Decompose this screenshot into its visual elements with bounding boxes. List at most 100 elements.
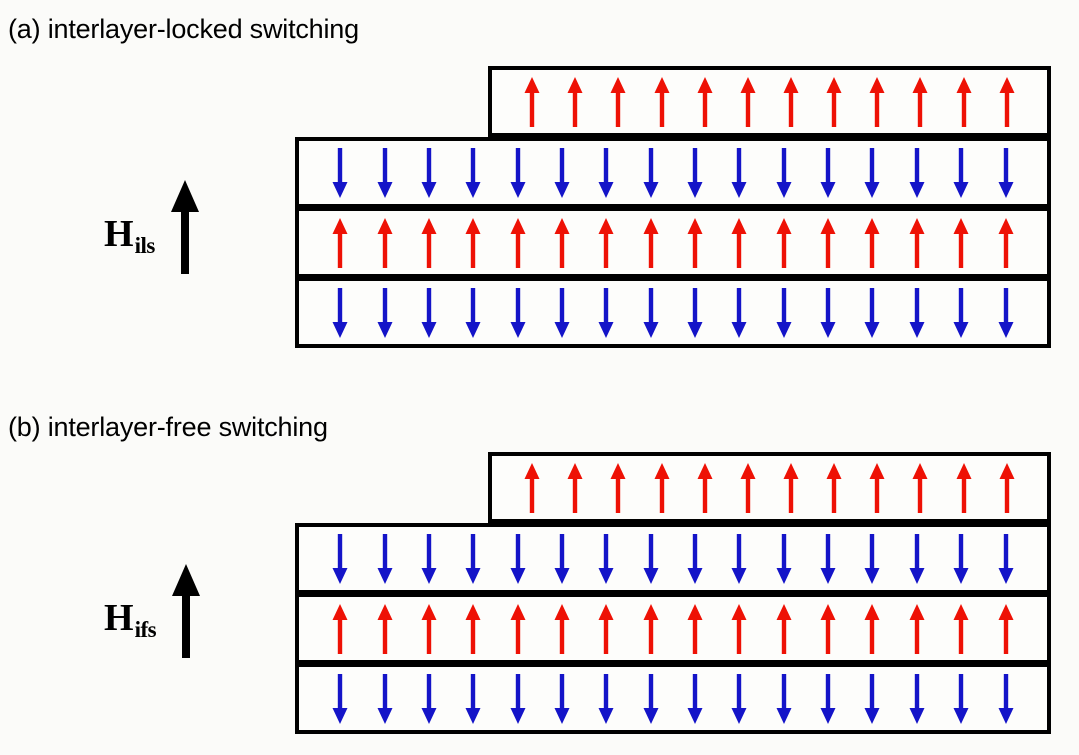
spin-down-arrow-icon	[598, 287, 614, 338]
spin-down-arrow-icon	[332, 287, 348, 338]
spin-up-arrow-icon	[740, 462, 756, 513]
spin-down-arrow-icon	[820, 287, 836, 338]
spin-up-arrow-icon	[567, 462, 583, 513]
spin-down-arrow-icon	[643, 673, 659, 724]
spin-down-arrow-icon	[465, 147, 481, 198]
spin-up-arrow-icon	[421, 603, 437, 654]
spin-down-arrow-icon	[864, 533, 880, 584]
spin-down-arrow-icon	[776, 673, 792, 724]
spin-down-arrow-icon	[776, 287, 792, 338]
up-arrow-icon	[168, 178, 202, 281]
spin-down-arrow-icon	[998, 287, 1013, 338]
spin-up-arrow-icon	[783, 462, 799, 513]
spin-up-arrow-icon	[820, 217, 836, 268]
spin-up-arrow-icon	[864, 217, 880, 268]
spin-up-arrow-icon	[643, 603, 659, 654]
spin-down-arrow-icon	[598, 533, 614, 584]
panel-a-layer-4-spins	[299, 281, 1047, 344]
panel-a-layer-1	[488, 66, 1051, 137]
panel-b-caption: (b) interlayer-free switching	[8, 412, 328, 442]
up-arrow-icon	[169, 562, 203, 665]
spin-down-arrow-icon	[554, 287, 570, 338]
spin-down-arrow-icon	[776, 147, 792, 198]
spin-down-arrow-icon	[998, 533, 1013, 584]
spin-up-arrow-icon	[510, 603, 526, 654]
spin-down-arrow-icon	[998, 673, 1013, 724]
spin-up-arrow-icon	[999, 76, 1015, 127]
panel-b-layer-2	[295, 523, 1051, 594]
spin-down-arrow-icon	[332, 673, 348, 724]
spin-down-arrow-icon	[465, 533, 481, 584]
spin-up-arrow-icon	[524, 76, 540, 127]
spin-down-arrow-icon	[687, 147, 703, 198]
spin-down-arrow-icon	[731, 533, 747, 584]
spin-up-arrow-icon	[510, 217, 526, 268]
spin-up-arrow-icon	[567, 76, 583, 127]
spin-down-arrow-icon	[377, 533, 393, 584]
spin-down-arrow-icon	[421, 287, 437, 338]
spin-down-arrow-icon	[554, 147, 570, 198]
spin-down-arrow-icon	[687, 673, 703, 724]
spin-up-arrow-icon	[998, 603, 1013, 654]
spin-down-arrow-icon	[510, 147, 526, 198]
spin-down-arrow-icon	[332, 147, 348, 198]
spin-up-arrow-icon	[740, 76, 756, 127]
spin-down-arrow-icon	[864, 287, 880, 338]
spin-up-arrow-icon	[912, 462, 928, 513]
field-symbol-H: H	[104, 212, 134, 255]
spin-up-arrow-icon	[909, 603, 925, 654]
spin-down-arrow-icon	[421, 147, 437, 198]
panel-b-layer-1-spins	[492, 456, 1047, 519]
spin-up-arrow-icon	[643, 217, 659, 268]
spin-up-arrow-icon	[731, 603, 747, 654]
spin-up-arrow-icon	[687, 217, 703, 268]
spin-up-arrow-icon	[864, 603, 880, 654]
panel-a-layer-3	[295, 207, 1051, 278]
panel-a-caption: (a) interlayer-locked switching	[8, 14, 359, 44]
spin-down-arrow-icon	[598, 673, 614, 724]
spin-up-arrow-icon	[687, 603, 703, 654]
panel-b-layer-4-spins	[299, 667, 1047, 730]
spin-down-arrow-icon	[377, 673, 393, 724]
spin-up-arrow-icon	[999, 462, 1015, 513]
spin-down-arrow-icon	[687, 533, 703, 584]
spin-down-arrow-icon	[909, 673, 925, 724]
spin-up-arrow-icon	[783, 76, 799, 127]
field-subscript: ils	[134, 232, 156, 258]
spin-up-arrow-icon	[776, 603, 792, 654]
spin-down-arrow-icon	[643, 287, 659, 338]
spin-up-arrow-icon	[598, 217, 614, 268]
panel-a-layer-1-spins	[492, 70, 1047, 133]
panel-a-layer-2-spins	[299, 141, 1047, 204]
spin-up-arrow-icon	[909, 217, 925, 268]
spin-up-arrow-icon	[820, 603, 836, 654]
spin-down-arrow-icon	[864, 147, 880, 198]
spin-down-arrow-icon	[731, 147, 747, 198]
panel-b-layer-2-spins	[299, 527, 1047, 590]
spin-up-arrow-icon	[377, 217, 393, 268]
spin-down-arrow-icon	[953, 287, 969, 338]
panel-a-layer-3-spins	[299, 211, 1047, 274]
spin-up-arrow-icon	[421, 217, 437, 268]
panel-a-layer-2	[295, 137, 1051, 208]
spin-up-arrow-icon	[912, 76, 928, 127]
spin-down-arrow-icon	[465, 673, 481, 724]
spin-down-arrow-icon	[820, 673, 836, 724]
spin-down-arrow-icon	[554, 533, 570, 584]
spin-up-arrow-icon	[826, 76, 842, 127]
spin-down-arrow-icon	[864, 673, 880, 724]
spin-down-arrow-icon	[998, 147, 1013, 198]
spin-up-arrow-icon	[697, 462, 713, 513]
spin-up-arrow-icon	[610, 76, 626, 127]
panel-b-layer-1	[488, 452, 1051, 523]
field-symbol-H: H	[104, 596, 134, 639]
spin-down-arrow-icon	[377, 287, 393, 338]
spin-down-arrow-icon	[510, 533, 526, 584]
spin-down-arrow-icon	[953, 673, 969, 724]
spin-down-arrow-icon	[953, 533, 969, 584]
spin-up-arrow-icon	[953, 603, 969, 654]
field-subscript: ifs	[134, 616, 157, 642]
